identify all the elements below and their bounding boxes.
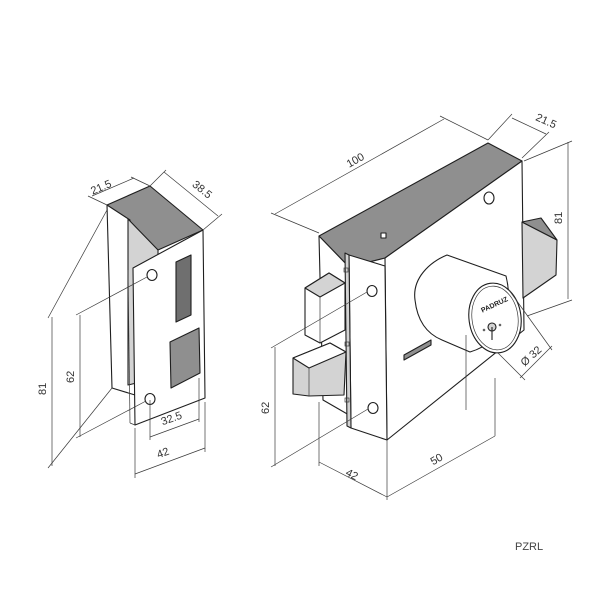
lock-height-label: 81 [553,212,565,224]
lock-length-label: 100 [345,151,367,170]
strike-holes-label: 62 [65,371,77,383]
strike-dimensions: 21.5 38.5 81 62 32.5 42 [37,169,223,478]
lock-depth-label: 21.5 [534,112,558,132]
lock-backset-label: 50 [429,452,446,468]
strike-height-label: 81 [37,383,49,395]
strike-depth-label: 21.5 [89,178,113,197]
lock-faceplate-label: 42 [343,467,359,483]
strike-plate-drawing [106,185,206,426]
strike-width-label: 38.5 [190,179,214,202]
lock-holes-label: 62 [260,402,272,414]
product-code: PZRL [515,541,543,553]
lock-dimensions: 100 21.5 81 Ø 32 62 50 42 [260,112,573,500]
lock-diameter-label: Ø 32 [519,344,545,369]
strike-plate-label: 42 [155,446,171,461]
lock-body-drawing: PADRUZ [292,142,558,441]
